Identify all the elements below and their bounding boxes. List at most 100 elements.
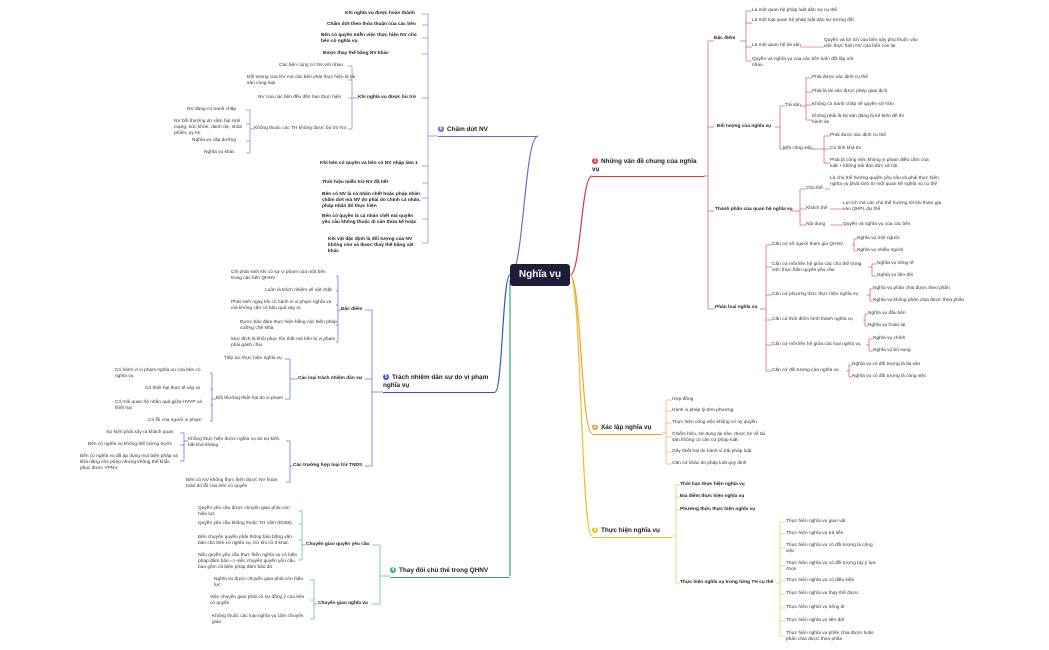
b6-h[interactable]: Bên có NV là cá nhân chết hoặc pháp nhân…	[322, 192, 421, 209]
b5-l2d[interactable]: Có lỗi của người vi phạm	[148, 418, 202, 423]
b1-pl6a[interactable]: Nghĩa vụ có đối tượng là tài sản	[852, 362, 921, 367]
b5-l2a[interactable]: Có hành vi vi phạm nghĩa vụ của bên có n…	[115, 368, 201, 379]
b1-dd3[interactable]: Là một quan hệ tài sản	[752, 43, 801, 48]
b6-e4b[interactable]: NV bồi thường do xâm hại sinh mạng, sức …	[174, 119, 243, 136]
b3-dia-diem[interactable]: Địa điểm thực hiện nghĩa vụ	[680, 494, 745, 499]
b5-dd5[interactable]: Mục đích là khôi phục tổn thất mà bên bị…	[231, 337, 336, 348]
b3-item[interactable]: Thực hiện nghĩa vụ riêng lẻ	[786, 605, 845, 610]
b1-dd1[interactable]: Là một quan hệ pháp luật dân sự cụ thể	[752, 8, 838, 13]
b2-item[interactable]: Căn cứ khác do pháp luật quy định	[672, 461, 747, 466]
b1-ts1[interactable]: Phải được xác định cụ thể	[812, 75, 868, 80]
b6-e2[interactable]: Đối tượng của NV mà các bên phải thực hi…	[247, 75, 355, 86]
b1-nd1[interactable]: Quyền và nghĩa vụ của các bên	[843, 222, 911, 227]
b3-phuong-thuc[interactable]: Phương thức thực hiện nghĩa vụ	[680, 507, 756, 512]
b5-l2b[interactable]: Có thiệt hại thực tế xảy ra	[145, 386, 200, 391]
b4-q4[interactable]: Nếu quyền yêu cầu thực hiện nghĩa vụ có …	[198, 553, 298, 570]
b5-l1[interactable]: Tiếp tục thực hiện nghĩa vụ	[224, 356, 282, 361]
b1-thanh-phan[interactable]: Thành phần của quan hệ nghĩa vụ	[715, 207, 793, 212]
b1-ts2[interactable]: Phải là tài sản được phép giao dịch	[812, 89, 888, 94]
b2-item[interactable]: Gây thiệt hại do hành vi trái pháp luật	[672, 449, 752, 454]
b3-item[interactable]: Thực hiện nghĩa vụ có đối tượng là công …	[786, 543, 873, 554]
b3-item[interactable]: Thực hiện nghĩa vụ trả tiền	[786, 531, 844, 536]
b1-dd2[interactable]: Là một loại quan hệ pháp luật dân sự tươ…	[752, 18, 854, 23]
b6-b[interactable]: Chấm dứt theo thỏa thuận của các bên	[327, 22, 416, 27]
b1-dac-diem[interactable]: Đặc điểm	[714, 36, 736, 41]
b1-cv2[interactable]: Có tính khả thi	[830, 146, 861, 151]
b3-tung-th[interactable]: Thực hiện nghĩa vụ trong từng TH cụ thể	[680, 580, 774, 585]
b5-dd4[interactable]: Được bảo đảm thực hiện bằng các biện phá…	[240, 320, 337, 331]
b5-cac-loai[interactable]: Các loại trách nhiệm dân sự	[298, 376, 363, 381]
b6-g[interactable]: Thời hiệu miễn trừ NV đã hết	[322, 180, 389, 185]
b6-c[interactable]: Bên có quyền miễn việc thực hiện NV cho …	[321, 33, 417, 44]
b4-q1[interactable]: Quyền yêu cầu được chuyển giao phải còn …	[198, 506, 290, 517]
b6-e4c[interactable]: Nghĩa vụ cấp dưỡng	[192, 138, 236, 143]
b1-pl4[interactable]: Căn cứ thời điểm hình thành nghĩa vụ	[772, 317, 853, 322]
b1-ts4[interactable]: Không phải là tài sản đang bị kê biên để…	[812, 114, 904, 125]
b6-e1[interactable]: Các bên cùng có NV với nhau	[279, 63, 343, 68]
b1-pl2a[interactable]: Nghĩa vụ riêng rẽ	[877, 261, 914, 266]
b1-pl5a[interactable]: Nghĩa vụ chính	[873, 336, 906, 341]
b1-pl4a[interactable]: Nghĩa vụ đầu tiên	[868, 311, 906, 316]
b1-pl5b[interactable]: Nghĩa vụ bổ sung	[873, 348, 911, 353]
b1-pl1[interactable]: Căn cứ số người tham gia QHNV	[772, 242, 844, 247]
root-node[interactable]: Nghĩa vụ	[510, 264, 570, 286]
b5-l2[interactable]: Bồi thường thiệt hại do vi phạm	[216, 396, 283, 401]
b2-item[interactable]: Hợp đồng	[672, 397, 694, 402]
b5-m1y[interactable]: Bên có nghĩa vụ không thể lường trước	[88, 442, 173, 447]
b1-pl2[interactable]: Căn cứ mối liên hệ giữa các chủ thể tron…	[772, 262, 862, 273]
b1-pl5[interactable]: Căn cứ mối liên hệ giữa các loại nghĩa v…	[772, 342, 861, 347]
b5-dd2[interactable]: Luôn là trách nhiệm về vật chất	[265, 288, 332, 293]
b1-pl3a[interactable]: Nghĩa vụ phân chia được theo phần	[873, 286, 950, 291]
b4-q3[interactable]: Bên chuyển quyền phải thông báo bằng văn…	[198, 535, 292, 546]
b2-item[interactable]: Chiếm hữu, sử dụng tài sản, được lợi về …	[672, 432, 765, 443]
b5-loai-tru[interactable]: Các trường hợp loại trừ TNDS	[293, 463, 363, 468]
b5-l2c[interactable]: Có mối quan hệ nhân quả giữa HVVP và thi…	[115, 400, 202, 411]
b6-e4a[interactable]: NV đang có tranh chấp	[187, 107, 237, 112]
b1-noi-dung[interactable]: Nội dung	[806, 222, 826, 227]
b1-pl4b[interactable]: Nghĩa vụ hoàn lại	[868, 323, 906, 328]
b3-thoi-han[interactable]: Thời hạn thực hiện nghĩa vụ	[680, 482, 745, 487]
b1-pl1b[interactable]: Nghĩa vụ nhiều người	[857, 248, 904, 253]
b3-item[interactable]: Thực hiện nghĩa vụ liên đới	[786, 618, 845, 623]
b1-cv1[interactable]: Phải được xác định cụ thể	[830, 133, 886, 138]
b6-e3[interactable]: NV của các bên đều đến hạn thực hiện	[258, 95, 342, 100]
b1-phan-loai[interactable]: Phân loại nghĩa vụ	[715, 305, 758, 310]
b4-cgnv[interactable]: Chuyển giao nghĩa vụ	[318, 601, 368, 606]
b6-d[interactable]: Được thay thế bằng NV khác	[323, 51, 389, 56]
b6-e4d[interactable]: Nghĩa vụ khác	[204, 150, 235, 155]
b6-f[interactable]: Khi bên có quyền và bên có NV nhập làm 1	[320, 161, 418, 166]
b6-e[interactable]: Khi nghĩa vụ được bù trừ	[358, 95, 417, 100]
b2-item[interactable]: Thực hiện công việc không có ủy quyền	[672, 420, 757, 425]
b2-item[interactable]: Hành vi pháp lý đơn phương	[672, 408, 734, 413]
b1-cong-viec[interactable]: Một công việc	[783, 146, 813, 151]
b1-dd4[interactable]: Quyền và nghĩa vụ của các bên luôn đối l…	[752, 57, 854, 68]
b1-pl6b[interactable]: Nghĩa vụ có đối tượng là công việc	[852, 374, 927, 379]
b4-n3[interactable]: Không thuộc các loại nghĩa vụ cấm chuyển…	[212, 614, 304, 625]
b1-khach-the[interactable]: Khách thể	[806, 206, 828, 211]
b6-a[interactable]: Khi nghĩa vụ được hoàn thành	[345, 11, 415, 16]
b5-m2[interactable]: Bên có NV không thực hiện được NV hoàn t…	[186, 478, 278, 489]
b5-dd3[interactable]: Phát sinh ngay khi có hành vi vi phạm ng…	[231, 300, 332, 311]
b4-n1[interactable]: Nghĩa vụ được chuyển giao phải còn hiệu …	[214, 577, 304, 588]
b3-item[interactable]: Thực hiện nghĩa vụ thay thế được	[786, 591, 859, 596]
b5-m1x[interactable]: Sự kiện phải xảy ra khách quan	[106, 430, 174, 435]
b1-ct1[interactable]: Là chủ thể hưởng quyền yêu cầu và phải t…	[830, 176, 939, 187]
b1-tai-san[interactable]: Tài sản	[785, 103, 801, 108]
b4-cgqyc[interactable]: Chuyển giao quyền yêu cầu	[306, 542, 370, 547]
b3-item[interactable]: Thực hiện nghĩa vụ phân chia được hoặc p…	[786, 631, 874, 642]
b5-m1z[interactable]: Bên có nghĩa vụ đã áp dụng mọi biện pháp…	[80, 454, 178, 471]
b5-dd1[interactable]: Chỉ phát sinh khi có sự vi phạm của một …	[231, 270, 326, 281]
b1-ts3[interactable]: Không có tranh chấp về quyền sở hữu	[812, 102, 894, 107]
b6-e4[interactable]: Không thuộc các TH không được bù trừ NV	[254, 126, 347, 131]
b5-m1t[interactable]: Không thực hiện được nghĩa vụ do sự kiện…	[188, 437, 280, 448]
b4-n2[interactable]: Việc chuyển giao phải có sự đồng ý của b…	[210, 595, 305, 606]
b1-pl6[interactable]: Căn cứ đối tượng của nghĩa vụ	[772, 368, 839, 373]
b1-doi-tuong[interactable]: Đối tượng của nghĩa vụ	[717, 124, 772, 129]
b1-pl2b[interactable]: Nghĩa vụ liên đới	[877, 273, 914, 278]
